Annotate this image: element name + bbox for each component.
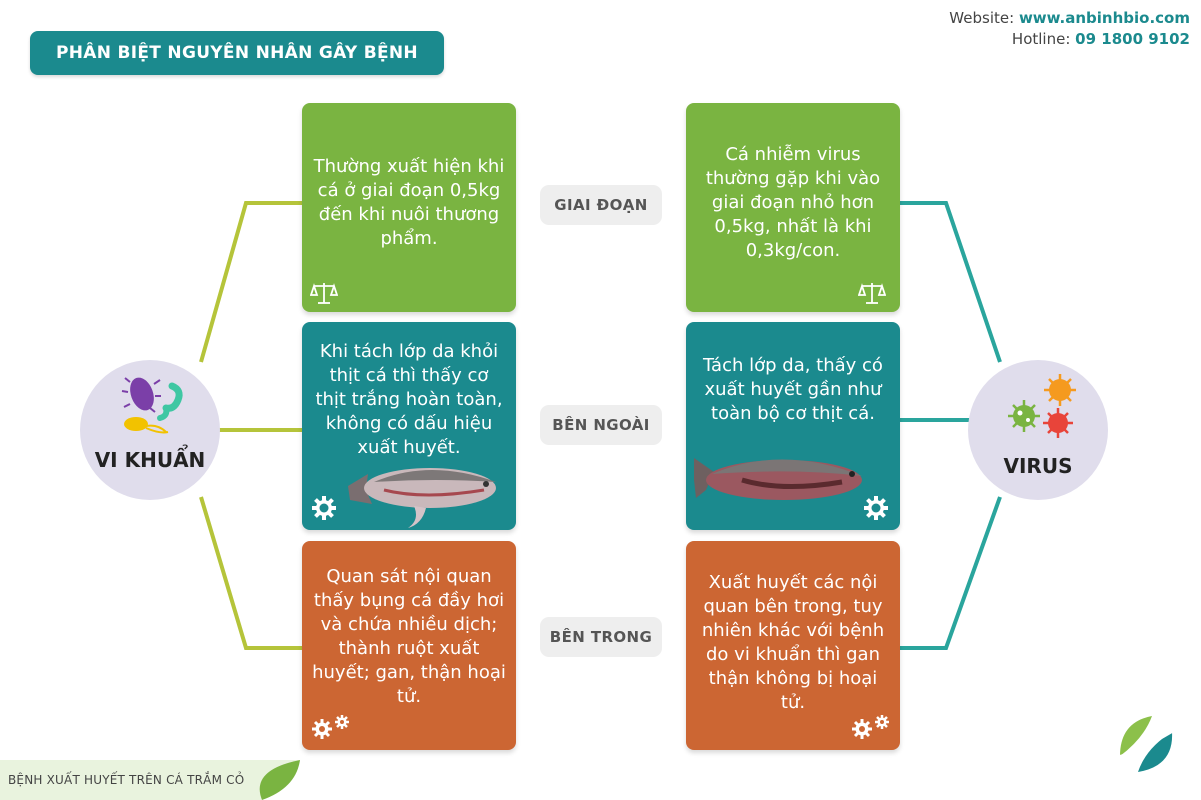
connector-right-top [900,201,1002,363]
footer-leaf-shape [0,760,300,800]
bacteria-card-internal-text: Quan sát nội quan thấy bụng cá đầy hơi v… [312,566,506,707]
gear-icon [312,496,336,520]
bacteria-card-external-text: Khi tách lớp da khỏi thịt cá thì thấy cơ… [315,341,503,458]
footer-banner: BỆNH XUẤT HUYẾT TRÊN CÁ TRẮM CỎ [0,760,300,800]
bacteria-card-stage-text: Thường xuất hiện khi cá ở giai đoạn 0,5k… [313,156,505,249]
leaf-logo [1115,713,1177,775]
gears-icon [852,715,889,739]
category-stage: GIAI ĐOẠN [540,185,662,225]
fish-image [694,458,862,500]
page-title-text: PHÂN BIỆT NGUYÊN NHÂN GÂY BỆNH [56,43,418,63]
fish-image [348,468,496,528]
category-stage-label: GIAI ĐOẠN [554,196,648,214]
hotline-number[interactable]: 09 1800 9102 [1075,30,1190,48]
virus-hub-label: VIRUS [1003,454,1073,478]
virus-hub: VIRUS [968,360,1108,500]
connector-left-bottom [199,496,302,650]
category-internal: BÊN TRONG [540,617,662,657]
bacteria-icon [121,377,183,434]
virus-icon [1008,374,1076,438]
bacteria-hub: VI KHUẨN [80,360,220,500]
hotline-label: Hotline: [1011,30,1071,48]
bacteria-card-internal: Quan sát nội quan thấy bụng cá đầy hơi v… [302,541,516,750]
scale-icon [858,283,886,304]
category-external-label: BÊN NGOÀI [552,416,650,434]
gear-icon [864,496,888,520]
bacteria-hub-label: VI KHUẨN [94,448,206,472]
virus-card-stage: Cá nhiễm virus thường gặp khi vào giai đ… [686,103,900,312]
bacteria-card-stage: Thường xuất hiện khi cá ở giai đoạn 0,5k… [302,103,516,312]
footer-text: BỆNH XUẤT HUYẾT TRÊN CÁ TRẮM CỎ [8,773,245,787]
website-label: Website: [949,9,1015,27]
virus-card-stage-text: Cá nhiễm virus thường gặp khi vào giai đ… [705,144,881,261]
category-external: BÊN NGOÀI [540,405,662,445]
website-link[interactable]: www.anbinhbio.com [1018,9,1190,27]
bacteria-card-external: Khi tách lớp da khỏi thịt cá thì thấy cơ… [302,322,516,530]
connector-left-top [199,201,302,363]
virus-card-external: Tách lớp da, thấy có xuất huyết gần như … [686,322,900,530]
virus-card-internal-text: Xuất huyết các nội quan bên trong, tuy n… [701,572,885,713]
scale-icon [310,283,338,304]
page-title: PHÂN BIỆT NGUYÊN NHÂN GÂY BỆNH [30,31,444,75]
virus-card-internal: Xuất huyết các nội quan bên trong, tuy n… [686,541,900,750]
category-internal-label: BÊN TRONG [549,628,653,646]
contact-info: Website: www.anbinhbio.com Hotline: 09 1… [949,8,1190,50]
gears-icon [312,715,349,739]
virus-card-external-text: Tách lớp da, thấy có xuất huyết gần như … [703,355,883,424]
connector-right-bottom [900,496,1002,650]
